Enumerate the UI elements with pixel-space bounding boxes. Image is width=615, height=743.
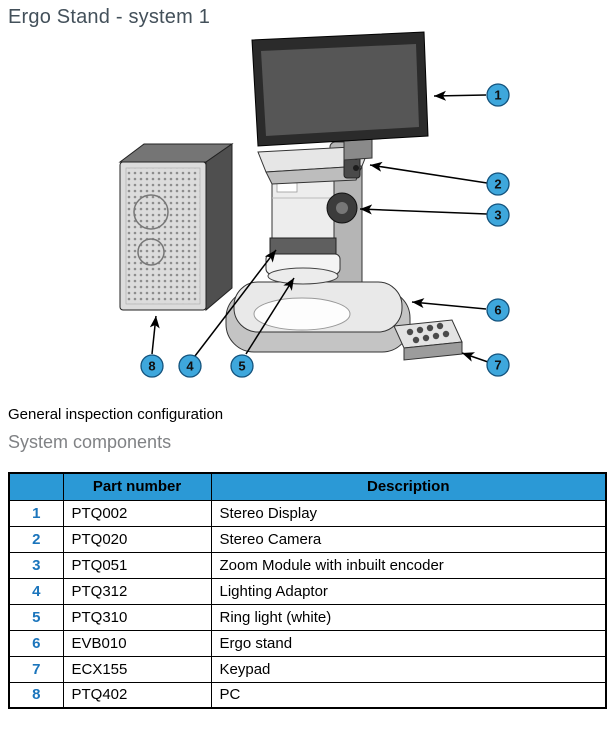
description: Keypad: [210, 655, 607, 683]
pc-tower: [118, 143, 234, 312]
part-number: PTQ051: [62, 551, 212, 579]
callout-7: 7: [486, 353, 510, 377]
table-row: 3 PTQ051 Zoom Module with inbuilt encode…: [8, 551, 607, 579]
part-number: EVB010: [62, 629, 212, 657]
description: Ergo stand: [210, 629, 607, 657]
callout-2-arrow: [369, 161, 488, 184]
table-row: 5 PTQ310 Ring light (white): [8, 603, 607, 631]
focus-knob-center: [336, 202, 348, 214]
ergo-stand-base: [225, 281, 411, 353]
item-number: 6: [8, 629, 64, 657]
pc-fan-vent: [133, 194, 169, 230]
callout-4-arrow: [194, 249, 277, 357]
table-row: 4 PTQ312 Lighting Adaptor: [8, 577, 607, 605]
callout-1-number: 1: [494, 88, 501, 103]
callout-4: 4: [178, 354, 202, 378]
callout-3: 3: [486, 203, 510, 227]
callout-7-number: 7: [494, 358, 501, 373]
description: Zoom Module with inbuilt encoder: [210, 551, 607, 579]
figure-caption: General inspection configuration: [8, 406, 224, 423]
components-table: Part number Description 1 PTQ002 Stereo …: [8, 472, 607, 709]
item-number: 4: [8, 577, 64, 605]
callout-6: 6: [486, 298, 510, 322]
callout-8-arrow: [149, 315, 160, 355]
table-row: 8 PTQ402 PC: [8, 681, 607, 709]
system-figure: 1 2 3 6 7: [0, 26, 615, 398]
table-row: 7 ECX155 Keypad: [8, 655, 607, 683]
callout-8-number: 8: [148, 359, 155, 374]
table-row: 1 PTQ002 Stereo Display: [8, 499, 607, 527]
callout-7-arrow: [461, 352, 489, 363]
col-header-description: Description: [210, 472, 607, 501]
item-number: 5: [8, 603, 64, 631]
callout-2: 2: [486, 172, 510, 196]
description: Lighting Adaptor: [210, 577, 607, 605]
item-number: 2: [8, 525, 64, 553]
description: Ring light (white): [210, 603, 607, 631]
col-header-number: [8, 472, 64, 501]
description: Stereo Display: [210, 499, 607, 527]
callout-1-arrow: [433, 90, 487, 101]
item-number: 7: [8, 655, 64, 683]
ring-light-glass: [267, 267, 339, 285]
ring-light: [265, 253, 341, 285]
callout-1: 1: [486, 83, 510, 107]
callout-5-number: 5: [238, 359, 245, 374]
part-number: PTQ310: [62, 603, 212, 631]
table-row: 6 EVB010 Ergo stand: [8, 629, 607, 657]
stereo-display: [251, 31, 429, 161]
part-number: PTQ402: [62, 681, 212, 709]
pc-grille: [125, 167, 201, 305]
lighting-adaptor: [269, 237, 337, 255]
display-screen: [261, 44, 419, 136]
callout-3-number: 3: [494, 208, 501, 223]
description: PC: [210, 681, 607, 709]
zoom-module: [269, 175, 358, 255]
callouts: 1 2 3 6 7: [140, 83, 510, 378]
callout-3-arrow: [359, 204, 488, 215]
item-number: 3: [8, 551, 64, 579]
callout-2-number: 2: [494, 177, 501, 192]
callout-6-arrow: [411, 298, 487, 310]
callout-arrows: [149, 90, 489, 363]
page-title: Ergo Stand - system 1: [8, 6, 211, 28]
display-neck: [343, 138, 373, 161]
part-number: PTQ020: [62, 525, 212, 553]
callout-8: 8: [140, 354, 164, 378]
section-title: System components: [8, 432, 172, 452]
table-row: 2 PTQ020 Stereo Camera: [8, 525, 607, 553]
col-header-part-number: Part number: [62, 472, 212, 501]
table-header-row: Part number Description: [8, 472, 607, 501]
stage-plate: [253, 297, 351, 331]
item-number: 1: [8, 499, 64, 527]
description: Stereo Camera: [210, 525, 607, 553]
zoom-label: [276, 182, 298, 193]
part-number: PTQ002: [62, 499, 212, 527]
system-illustration: 1 2 3 6 7: [118, 31, 510, 378]
callout-5-arrow: [245, 277, 295, 355]
pc-fan-vent: [137, 238, 165, 266]
part-number: ECX155: [62, 655, 212, 683]
callout-6-number: 6: [494, 303, 501, 318]
keypad: [393, 319, 463, 361]
callout-4-number: 4: [186, 359, 194, 374]
item-number: 8: [8, 681, 64, 709]
callout-5: 5: [230, 354, 254, 378]
part-number: PTQ312: [62, 577, 212, 605]
